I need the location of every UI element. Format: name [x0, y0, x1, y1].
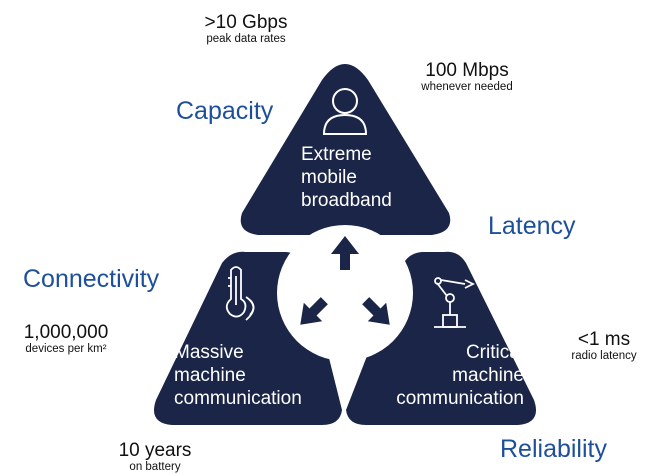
segment-top-line-2: mobile	[301, 167, 357, 188]
robot-arm-icon	[434, 277, 476, 328]
category-connectivity: Connectivity	[23, 265, 160, 293]
metric-devices-value: 1,000,000	[23, 322, 109, 343]
metric-devices-caption: devices per km²	[25, 343, 107, 355]
metric-battery: 10 years on battery	[110, 440, 200, 474]
metric-rate-value: 100 Mbps	[425, 60, 509, 81]
metric-rate: 100 Mbps whenever needed	[402, 60, 532, 94]
arrow-down-left-icon	[300, 297, 328, 325]
thermometer-icon	[225, 266, 255, 321]
segment-extreme-mobile-broadband	[240, 64, 451, 235]
metric-peak: >10 Gbps peak data rates	[186, 12, 306, 46]
category-reliability: Reliability	[500, 435, 607, 463]
metric-devices: 1,000,000 devices per km²	[2, 322, 130, 356]
metric-latency-caption: radio latency	[571, 350, 637, 362]
user-icon	[322, 88, 368, 135]
center-circle	[277, 225, 413, 361]
segment-right-line-3: communication	[396, 388, 524, 409]
metric-battery-caption: on battery	[129, 461, 181, 473]
arrow-down-right-icon	[362, 297, 390, 325]
segment-top-line-3: broadband	[301, 190, 392, 211]
category-latency: Latency	[488, 212, 576, 240]
arrow-up-icon	[331, 236, 359, 270]
segment-left-line-1: Massive	[174, 342, 244, 363]
metric-peak-value: >10 Gbps	[204, 12, 288, 33]
segment-right-line-1: Critical	[465, 342, 524, 363]
segment-top-line-1: Extreme	[301, 144, 372, 165]
segment-right-line-2: machine	[452, 365, 524, 386]
metric-battery-value: 10 years	[118, 440, 192, 461]
category-capacity: Capacity	[176, 97, 274, 125]
metric-latency-value: <1 ms	[577, 329, 631, 350]
metric-latency: <1 ms radio latency	[555, 329, 653, 363]
segment-left-line-2: machine	[174, 365, 246, 386]
metric-peak-caption: peak data rates	[206, 33, 286, 45]
segment-left-line-3: communication	[174, 388, 302, 409]
metric-rate-caption: whenever needed	[421, 81, 513, 93]
